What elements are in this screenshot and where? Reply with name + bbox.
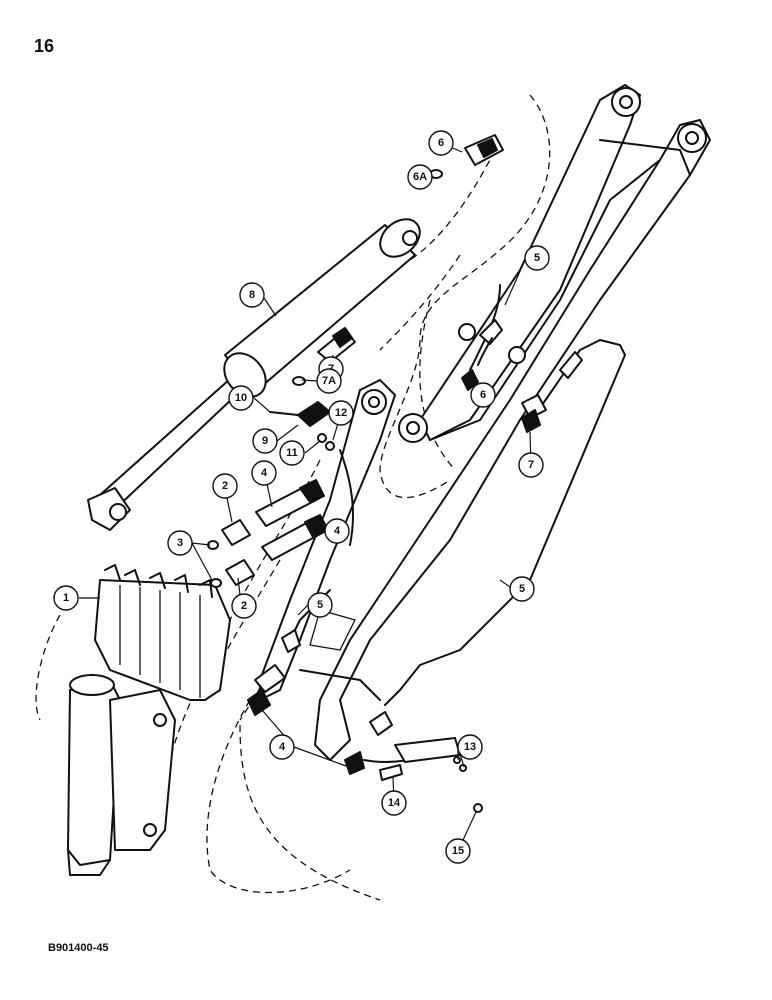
svg-text:4: 4 (261, 467, 268, 479)
callout-14: 14 (381, 790, 407, 816)
callout-4-middle: 4 (324, 518, 350, 544)
svg-text:2: 2 (222, 480, 228, 492)
callout-11: 11 (279, 440, 305, 466)
svg-text:5: 5 (519, 583, 525, 595)
callout-9: 9 (252, 428, 278, 454)
svg-text:14: 14 (388, 797, 401, 809)
svg-text:8: 8 (249, 289, 255, 301)
callout-10: 10 (228, 385, 254, 411)
svg-text:7A: 7A (322, 375, 336, 387)
hydraulic-cylinder (87, 218, 421, 531)
callout-5-right: 5 (509, 576, 535, 602)
fittings-and-hoses (207, 134, 626, 813)
svg-text:6: 6 (480, 389, 486, 401)
callout-8: 8 (239, 282, 265, 308)
control-valve (94, 564, 231, 701)
page-number: 16 (34, 36, 55, 56)
callout-1: 1 (53, 585, 79, 611)
callout-13: 13 (457, 734, 483, 760)
boom-arm (259, 84, 711, 761)
svg-text:5: 5 (317, 599, 323, 611)
svg-text:4: 4 (334, 525, 341, 537)
svg-text:11: 11 (286, 447, 298, 459)
svg-text:2: 2 (241, 600, 247, 612)
svg-text:10: 10 (235, 392, 247, 404)
svg-text:15: 15 (452, 845, 464, 857)
callout-2-upper: 2 (212, 473, 238, 499)
svg-text:6: 6 (438, 137, 444, 149)
callout-7-right: 7 (518, 452, 544, 478)
callout-7a: 7A (316, 368, 342, 394)
callout-6-upper: 6 (428, 130, 454, 156)
svg-text:4: 4 (279, 741, 286, 753)
callout-6-lower: 6 (470, 382, 496, 408)
drawing-reference-code: B901400-45 (48, 942, 109, 954)
svg-text:12: 12 (335, 407, 347, 419)
svg-text:3: 3 (177, 537, 183, 549)
callout-15: 15 (445, 838, 471, 864)
callout-4-upper: 4 (251, 460, 277, 486)
callout-12: 12 (328, 400, 354, 426)
callout-5-middle: 5 (307, 592, 333, 618)
swing-post (67, 674, 176, 876)
callout-2-lower: 2 (231, 593, 257, 619)
callout-4-lower: 4 (269, 734, 295, 760)
svg-text:7: 7 (528, 459, 534, 471)
svg-text:5: 5 (534, 252, 540, 264)
svg-text:6A: 6A (413, 171, 427, 183)
callouts: 1 2 2 3 4 4 4 (53, 130, 550, 864)
svg-text:9: 9 (262, 435, 268, 447)
callout-3: 3 (167, 530, 193, 556)
callout-5-upper: 5 (524, 245, 550, 271)
svg-text:1: 1 (63, 592, 69, 604)
callout-6a: 6A (407, 164, 433, 190)
svg-text:13: 13 (464, 741, 476, 753)
